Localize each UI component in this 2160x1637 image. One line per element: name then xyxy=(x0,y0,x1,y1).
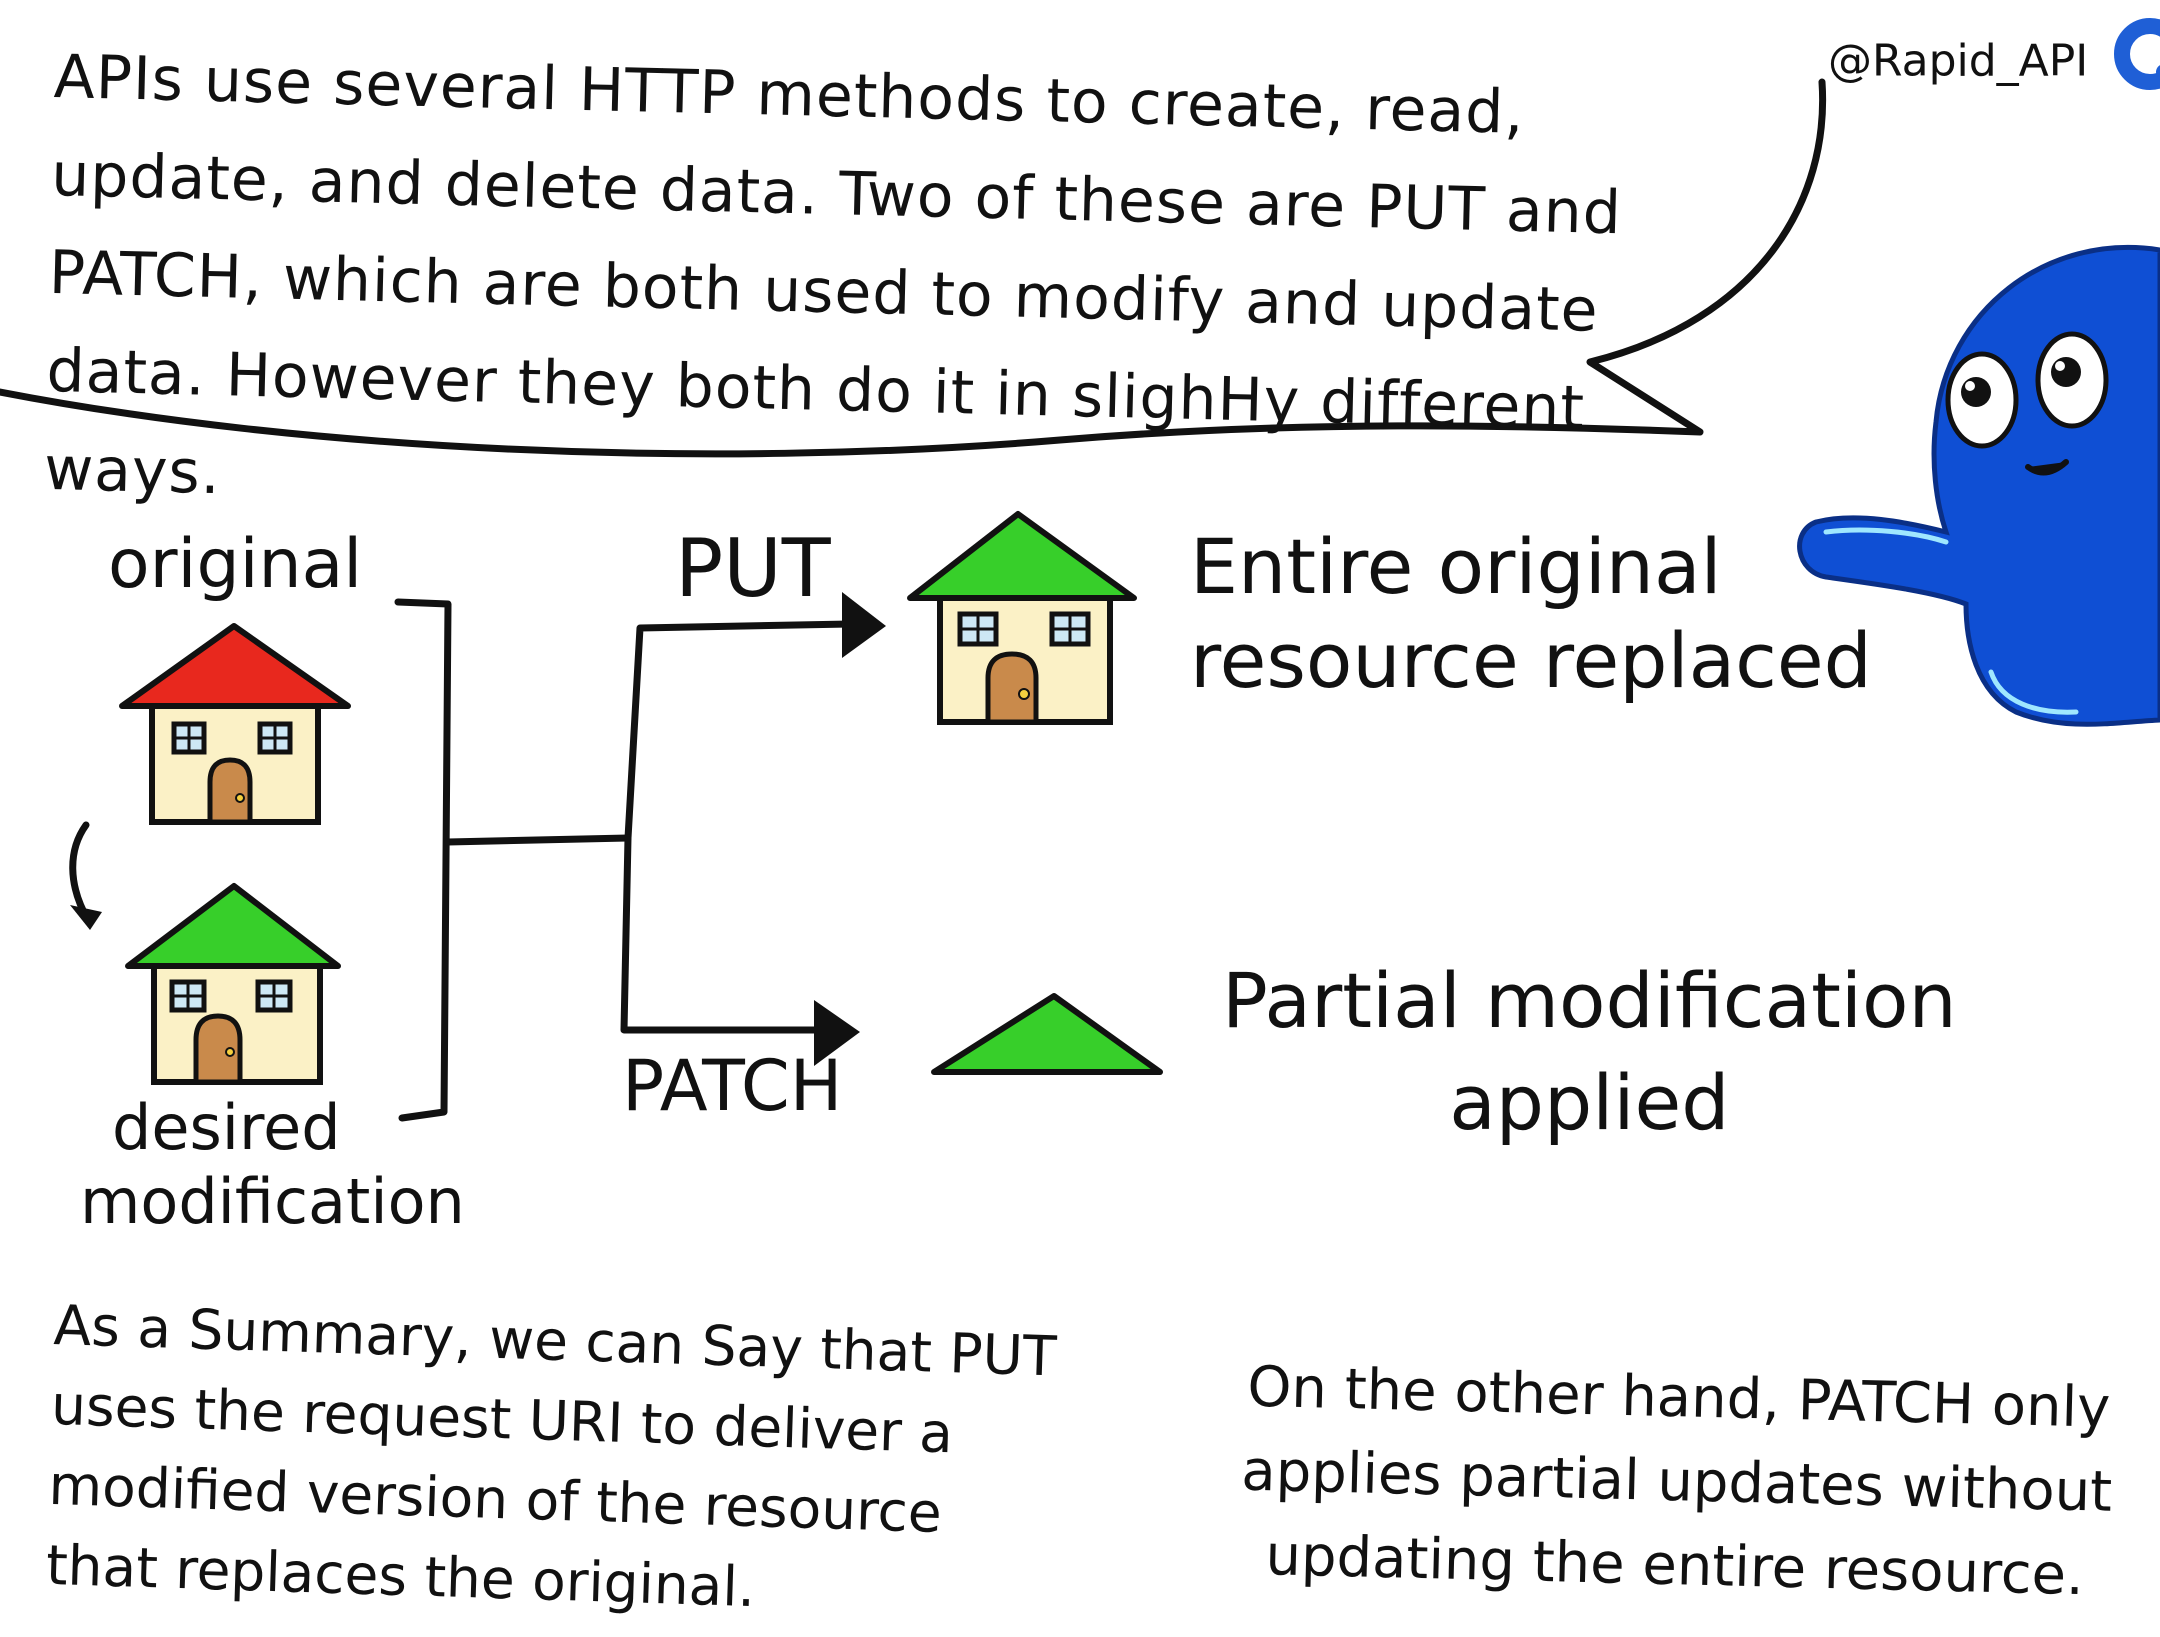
brand-handle-text: @Rapid_API xyxy=(1828,35,2089,87)
patch-result: Partial modification applied xyxy=(1222,950,1957,1154)
brand-handle: @Rapid_API xyxy=(1828,18,2160,109)
house-put-icon xyxy=(906,508,1146,738)
put-arrowhead xyxy=(842,592,886,658)
original-label: original xyxy=(108,525,363,604)
summary-right-text: On the other hand, PATCH only applies pa… xyxy=(1240,1354,2113,1609)
patch-result-line1: Partial modification xyxy=(1222,956,1957,1045)
house-original-icon xyxy=(118,620,358,834)
patch-label: PATCH xyxy=(622,1045,843,1127)
rapidapi-logo-icon xyxy=(2112,18,2160,109)
roof-patch-icon xyxy=(928,990,1168,1094)
octopus-mascot-icon xyxy=(1796,232,2160,736)
curved-arrow-icon xyxy=(70,905,102,930)
modification-label: modification xyxy=(80,1165,465,1238)
desired-label: desired xyxy=(112,1091,341,1164)
patch-result-line2: applied xyxy=(1449,1058,1730,1147)
patch-arrowhead xyxy=(814,1000,860,1066)
intro-text: APIs use several HTTP methods to create,… xyxy=(43,41,1623,509)
put-result-line1: Entire original xyxy=(1190,522,1722,611)
put-result-line2: resource replaced xyxy=(1190,616,1872,705)
house-modified-icon xyxy=(124,880,364,1094)
put-label: PUT xyxy=(675,522,831,615)
put-result: Entire original resource replaced xyxy=(1190,520,1872,708)
summary-left-text: As a Summary, we can Say that PUT uses t… xyxy=(45,1292,1058,1620)
